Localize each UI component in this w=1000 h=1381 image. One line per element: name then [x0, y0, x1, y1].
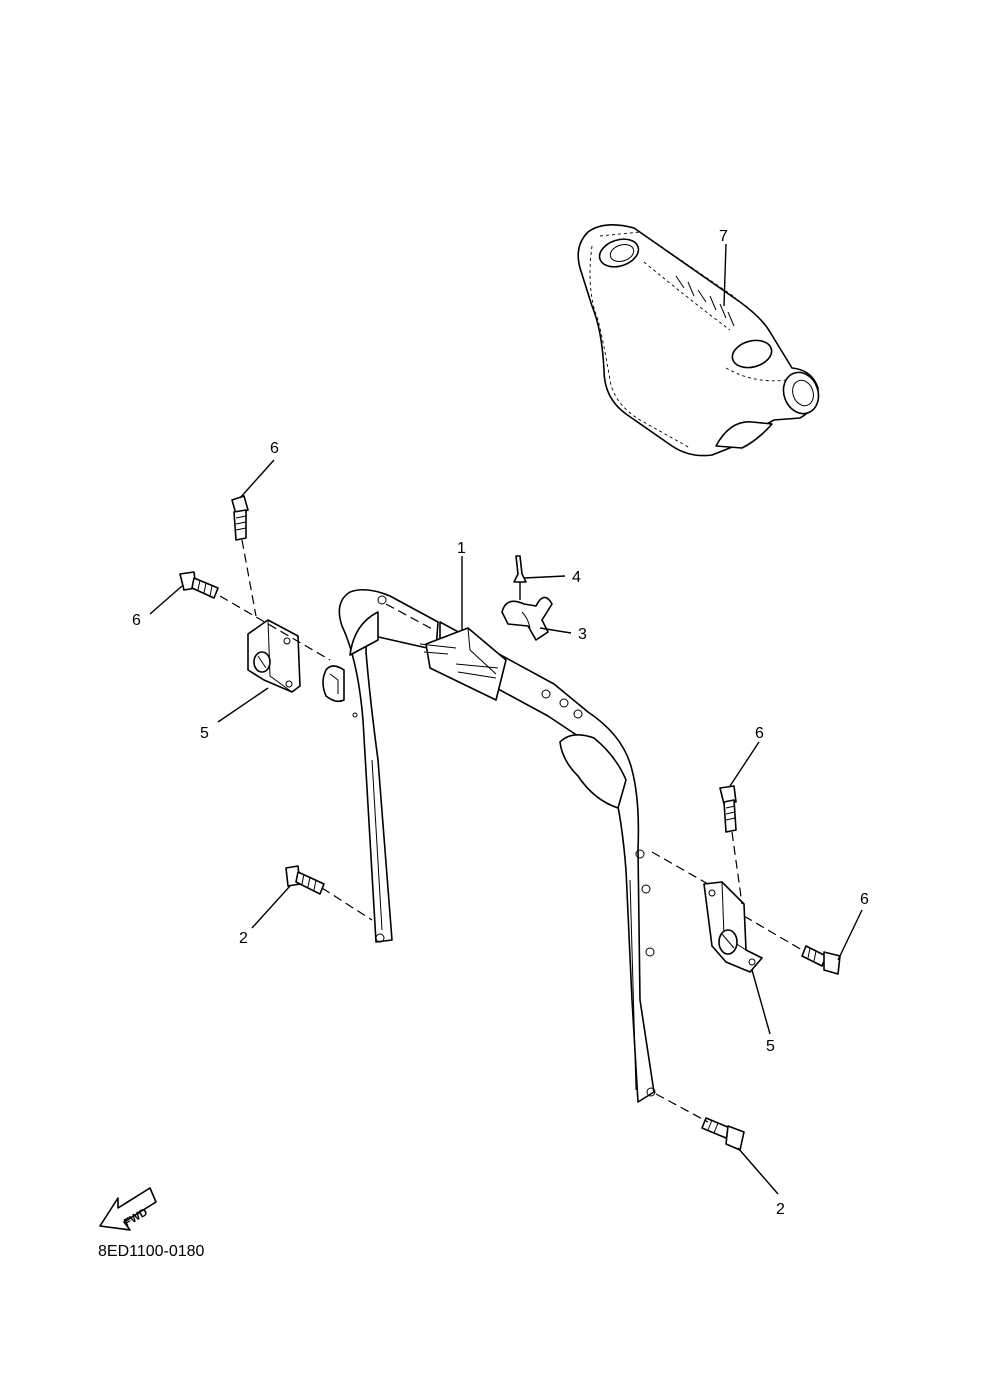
handle-bar-frame-part-1 [338, 588, 656, 1103]
handlebar-pad-part-7 [577, 224, 820, 457]
bracket-part-5-left [247, 619, 301, 693]
leader-lines [149, 243, 863, 1195]
callout-4: 4 [572, 569, 581, 586]
callout-1: 1 [457, 540, 466, 557]
callout-5-left: 5 [200, 725, 209, 742]
callout-5-right: 5 [766, 1038, 775, 1055]
bolt-part-6-left-horizontal [179, 571, 219, 599]
d-ring-left [322, 665, 345, 703]
bolt-part-6-right-horizontal [801, 945, 841, 975]
callout-6-top-left: 6 [270, 440, 279, 457]
pin-part-4 [513, 555, 527, 600]
callout-2-left: 2 [239, 930, 248, 947]
callout-3: 3 [578, 626, 587, 643]
bolt-part-2-left [285, 865, 325, 895]
callout-6-right: 6 [860, 891, 869, 908]
fwd-arrow-icon: FWD [99, 1187, 157, 1231]
callout-6-right-top: 6 [755, 725, 764, 742]
bolt-part-6-top-left-vertical [231, 495, 249, 541]
clip-part-3 [501, 596, 553, 641]
assembly-lines [219, 539, 803, 1123]
callout-2-right: 2 [776, 1201, 785, 1218]
diagram-code: 8ED1100-0180 [98, 1243, 205, 1260]
bolt-part-2-right [701, 1117, 745, 1151]
bracket-part-5-right [703, 881, 763, 973]
bolt-part-6-right-vertical [719, 785, 737, 833]
callout-6-left: 6 [132, 612, 141, 629]
callout-7: 7 [719, 228, 728, 245]
